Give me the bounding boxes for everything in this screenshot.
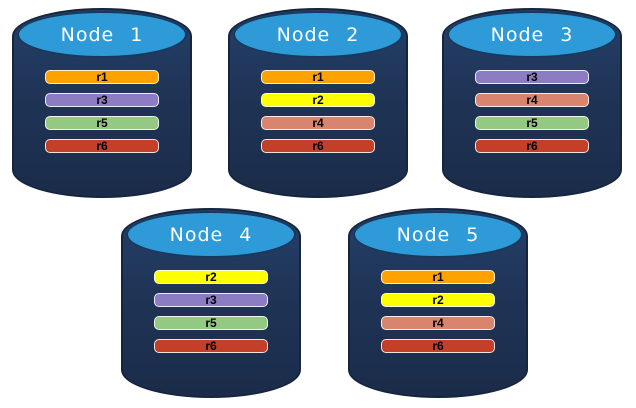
- cylinder-top-ellipse: Node 4: [126, 211, 296, 258]
- replica-bar-list: r1 r3 r5 r6: [12, 70, 192, 153]
- db-node-4: Node 4 r2 r3 r5 r6: [121, 208, 301, 398]
- db-node-3: Node 3 r3 r4 r5 r6: [442, 8, 622, 198]
- replica-label: r5: [96, 116, 108, 130]
- db-node-5: Node 5 r1 r2 r4 r6: [348, 208, 528, 398]
- replica-bar-r5: r5: [45, 116, 159, 130]
- replica-label: r4: [312, 116, 324, 130]
- replica-bar-r5: r5: [475, 116, 589, 130]
- replica-bar-r2: r2: [381, 293, 495, 307]
- replica-label: r5: [526, 116, 538, 130]
- replica-label: r6: [96, 139, 108, 153]
- replica-bar-r6: r6: [261, 139, 375, 153]
- replica-bar-r6: r6: [475, 139, 589, 153]
- node-title: Node 3: [490, 23, 574, 46]
- replica-label: r6: [432, 339, 444, 353]
- replica-bar-r1: r1: [45, 70, 159, 84]
- cylinder-top-ellipse: Node 3: [447, 11, 617, 58]
- replica-label: r6: [526, 139, 538, 153]
- replica-bar-r3: r3: [45, 93, 159, 107]
- replica-bar-r3: r3: [154, 293, 268, 307]
- replica-label: r2: [312, 93, 324, 107]
- replica-label: r1: [96, 70, 108, 84]
- db-node-2: Node 2 r1 r2 r4 r6: [228, 8, 408, 198]
- cylinder-top-ellipse: Node 5: [353, 211, 523, 258]
- replica-bar-r6: r6: [381, 339, 495, 353]
- replica-bar-r2: r2: [154, 270, 268, 284]
- replica-label: r4: [432, 316, 444, 330]
- replica-label: r1: [312, 70, 324, 84]
- replica-bar-r6: r6: [45, 139, 159, 153]
- replica-bar-r1: r1: [381, 270, 495, 284]
- node-title: Node 4: [169, 223, 253, 246]
- replica-bar-list: r1 r2 r4 r6: [348, 270, 528, 353]
- replica-bar-r4: r4: [475, 93, 589, 107]
- replica-bar-r4: r4: [261, 116, 375, 130]
- replica-label: r5: [205, 316, 217, 330]
- cylinder-top-ellipse: Node 1: [17, 11, 187, 58]
- replica-bar-r4: r4: [381, 316, 495, 330]
- replica-bar-r3: r3: [475, 70, 589, 84]
- replica-label: r3: [96, 93, 108, 107]
- replica-label: r3: [526, 70, 538, 84]
- db-node-1: Node 1 r1 r3 r5 r6: [12, 8, 192, 198]
- replica-bar-r1: r1: [261, 70, 375, 84]
- replica-label: r2: [205, 270, 217, 284]
- replica-bar-r5: r5: [154, 316, 268, 330]
- replica-label: r4: [526, 93, 538, 107]
- replica-label: r3: [205, 293, 217, 307]
- replica-bar-r6: r6: [154, 339, 268, 353]
- node-title: Node 1: [60, 23, 144, 46]
- replica-bar-list: r1 r2 r4 r6: [228, 70, 408, 153]
- node-title: Node 5: [396, 223, 480, 246]
- replica-bar-list: r3 r4 r5 r6: [442, 70, 622, 153]
- replica-label: r1: [432, 270, 444, 284]
- replica-bar-r2: r2: [261, 93, 375, 107]
- replica-label: r2: [432, 293, 444, 307]
- cylinder-top-ellipse: Node 2: [233, 11, 403, 58]
- replica-bar-list: r2 r3 r5 r6: [121, 270, 301, 353]
- node-title: Node 2: [276, 23, 360, 46]
- replica-label: r6: [312, 139, 324, 153]
- replica-label: r6: [205, 339, 217, 353]
